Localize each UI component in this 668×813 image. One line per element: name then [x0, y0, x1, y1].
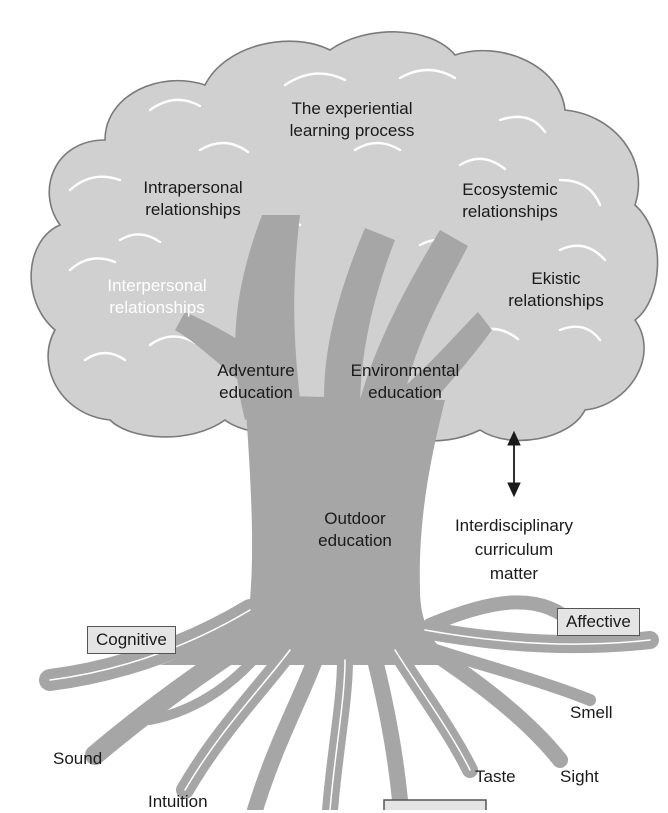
label-adventure-education: Adventure education — [217, 360, 295, 404]
trunk — [160, 215, 492, 665]
bottom-box — [383, 799, 487, 810]
label-interdisciplinary: Interdisciplinary curriculum matter — [455, 514, 573, 586]
label-smell: Smell — [570, 703, 613, 722]
label-outdoor-education: Outdoor education — [318, 508, 392, 552]
label-intrapersonal: Intrapersonal relationships — [143, 177, 242, 221]
label-line: relationships — [508, 291, 604, 310]
label-sight: Sight — [560, 767, 599, 786]
label-line: Outdoor — [324, 509, 386, 528]
label-sound: Sound — [53, 749, 103, 768]
label-line: matter — [489, 564, 539, 583]
label-line: Ecosystemic — [462, 180, 558, 199]
branch-right-arm — [395, 312, 492, 420]
canopy-texture — [68, 68, 607, 362]
label-line: Ekistic — [531, 269, 581, 288]
label-line: education — [318, 531, 392, 550]
label-intuition: Intuition — [148, 792, 208, 811]
box-cognitive: Cognitive — [87, 626, 176, 654]
canopy — [30, 31, 659, 442]
label-line: The experiential — [291, 99, 413, 118]
label-line: curriculum — [474, 540, 554, 559]
label-line: Intrapersonal — [143, 178, 243, 197]
label-ekistic: Ekistic relationships — [508, 268, 603, 312]
label-line: learning process — [289, 121, 415, 140]
label-line: relationships — [462, 202, 558, 221]
label-line: relationships — [109, 298, 205, 317]
label-line: Adventure — [217, 361, 295, 380]
label-line: education — [219, 383, 293, 402]
label-interpersonal: Interpersonal relationships — [107, 275, 206, 319]
label-line: Interpersonal — [107, 276, 207, 295]
label-experiential-learning: The experiential learning process — [290, 98, 415, 142]
label-line: relationships — [145, 200, 241, 219]
branch-right — [355, 230, 468, 420]
label-line: education — [368, 383, 442, 402]
branch-left-arm — [175, 312, 282, 400]
branch-center — [324, 228, 395, 420]
trunk-body — [160, 395, 460, 665]
label-environmental-education: Environmental education — [351, 360, 460, 404]
label-ecosystemic: Ecosystemic relationships — [462, 179, 557, 223]
box-affective: Affective — [557, 608, 640, 636]
label-line: Environmental — [350, 361, 460, 380]
label-line: Interdisciplinary — [454, 516, 574, 535]
label-taste: Taste — [475, 767, 516, 786]
double-arrow-icon — [507, 430, 521, 498]
